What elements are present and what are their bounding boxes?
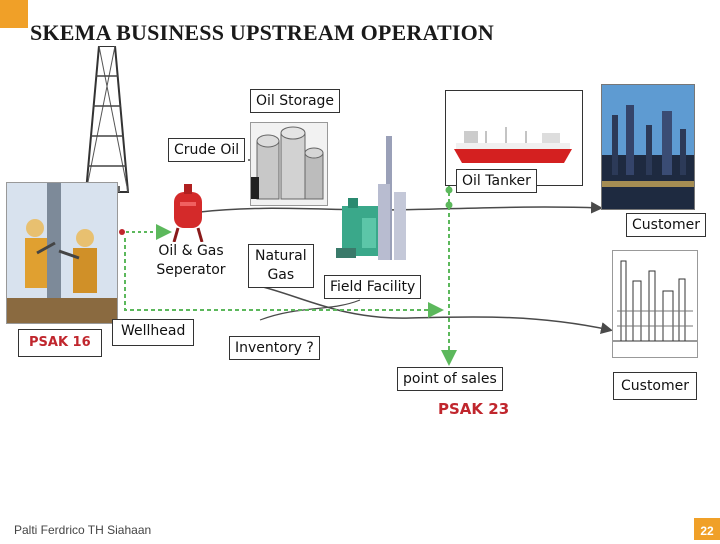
corner-accent (0, 0, 28, 28)
refinery-sketch (612, 250, 698, 358)
drilling-workers-image (6, 182, 118, 324)
wellhead-label: Wellhead (112, 319, 195, 346)
oil-storage-label: Oil Storage (250, 89, 341, 113)
author-name: Palti Ferdrico TH Siahaan (14, 523, 152, 537)
field-facility-label: Field Facility (324, 275, 422, 299)
point-of-sales-label: point of sales (397, 367, 503, 391)
storage-silo-image (250, 122, 328, 206)
psak-16-badge: PSAK 16 (18, 329, 102, 357)
oil-tanker-label: Oil Tanker (456, 169, 537, 193)
natural-gas-label: Natural Gas (248, 244, 314, 288)
oil-derrick-icon (84, 46, 130, 194)
crude-oil-label: Crude Oil (168, 138, 246, 162)
customer-top-label: Customer (626, 213, 707, 237)
flow-line-lower (254, 284, 613, 334)
wellhead-to-facility-arrow (124, 238, 444, 318)
gas-plant-image (336, 136, 414, 260)
customer-bottom-label: Customer (613, 372, 698, 400)
inventory-label: Inventory ? (229, 336, 320, 360)
natural-gas-line-1: Natural (255, 248, 307, 264)
oil-gas-separator-label: Oil & Gas Seperator (150, 242, 232, 280)
refinery-photo (601, 84, 695, 210)
separator-line-2: Seperator (156, 262, 226, 278)
psak-23-label: PSAK 23 (438, 400, 510, 418)
separator-tank-icon (168, 184, 208, 242)
natural-gas-line-2: Gas (267, 267, 295, 283)
flow-line-wave (259, 299, 361, 321)
separator-line-1: Oil & Gas (158, 243, 224, 259)
page-number: 22 (694, 518, 720, 540)
slide-title: SKEMA BUSINESS UPSTREAM OPERATION (30, 20, 495, 45)
